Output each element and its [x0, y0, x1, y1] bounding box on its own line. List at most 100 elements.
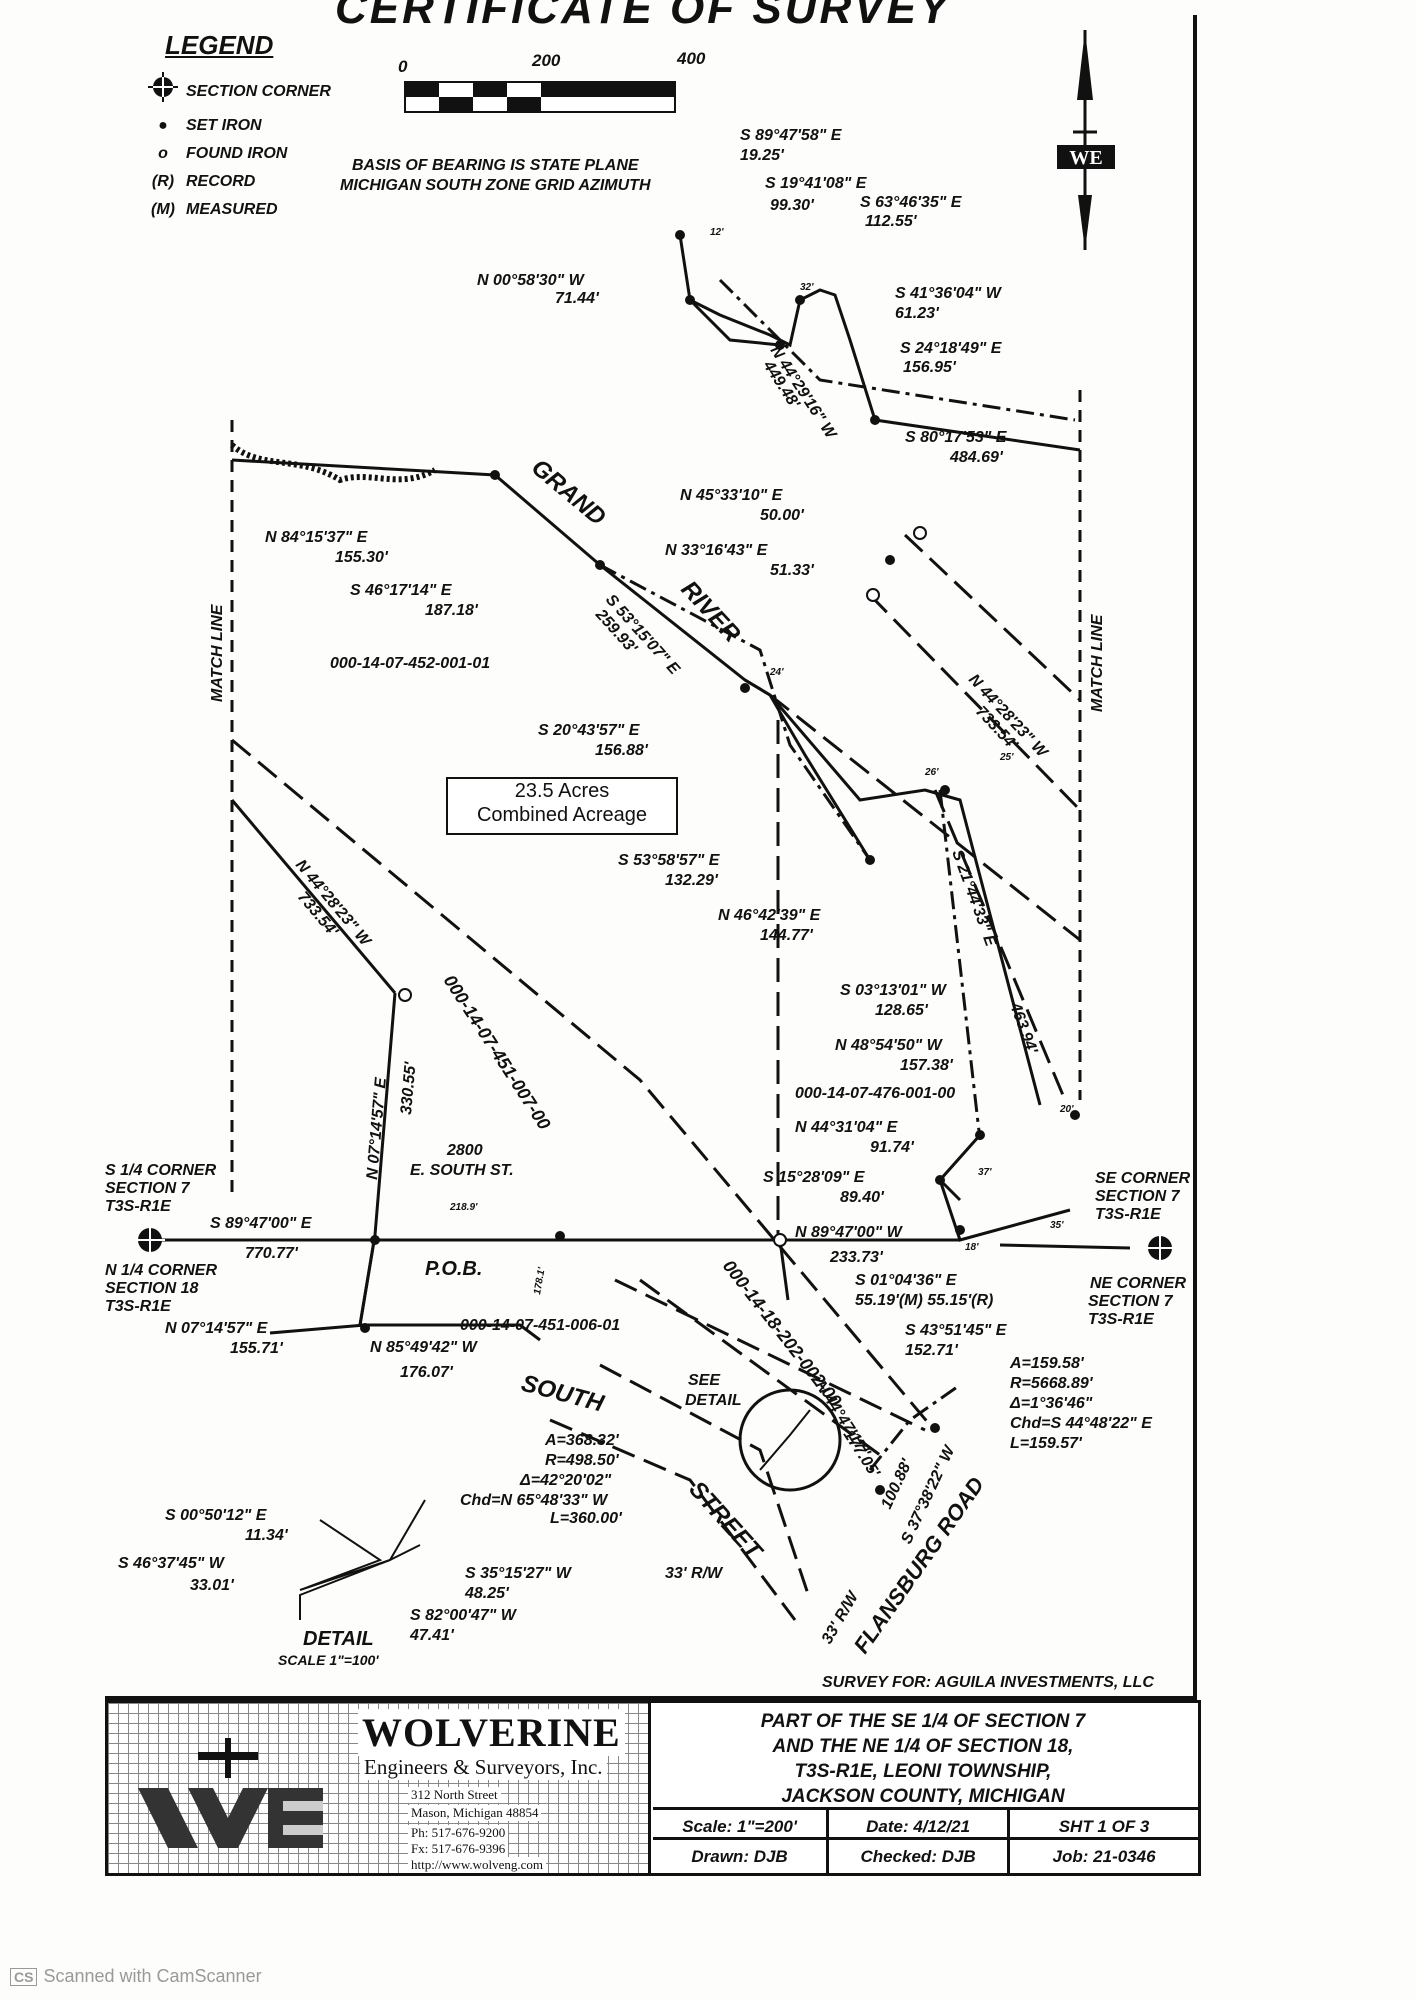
legend-symbol: (M) [151, 201, 175, 218]
firm-address-line: 312 North Street [408, 1787, 501, 1803]
river-name: GRAND [526, 454, 611, 531]
bearing-label: S 19°41'08" E [765, 175, 868, 192]
detail-title: DETAIL [303, 1628, 374, 1650]
bearing-label: N 46°42'39" E [718, 907, 822, 924]
dimension-label: 25' [999, 752, 1014, 763]
distance-label: 33.01' [190, 1577, 235, 1594]
title-block-row: Drawn: DJB Checked: DJB Job: 21-0346 [653, 1837, 1198, 1874]
corner-label: N 1/4 CORNER [105, 1262, 217, 1279]
corner-label: T3S-R1E [105, 1198, 172, 1215]
scanner-badge: CS [10, 1967, 38, 1986]
dimension-label: 12' [710, 227, 724, 238]
legend-symbol: (R) [151, 173, 175, 190]
bearing-label: S 35°15'27" W [465, 1565, 573, 1582]
distance-label: 50.00' [760, 507, 805, 524]
drawn-cell: Drawn: DJB [653, 1840, 830, 1874]
distance-label: 233.73' [829, 1249, 884, 1266]
section-corner-icon [140, 72, 186, 112]
distance-label: 91.74' [870, 1139, 915, 1156]
corner-label: NE CORNER [1090, 1275, 1186, 1292]
acreage-value: 23.5 Acres [514, 780, 610, 802]
firm-fax: Fx: 517-676-9396 [408, 1841, 509, 1857]
dimension-label: 37' [978, 1167, 992, 1178]
iron-markers [360, 230, 1080, 1495]
firm-logo-icon [138, 1738, 323, 1848]
detail-circle [738, 1388, 842, 1492]
title-block-row: Scale: 1"=200' Date: 4/12/21 SHT 1 OF 3 [653, 1807, 1198, 1844]
legend-label: MEASURED [186, 201, 278, 218]
firm-phone: Ph: 517-676-9200 [408, 1825, 509, 1841]
curve-data: A=368.32' [544, 1432, 620, 1449]
river-edge [230, 442, 437, 484]
basis-of-bearing-line2: MICHIGAN SOUTH ZONE GRID AZIMUTH [340, 177, 651, 194]
legend-label: FOUND IRON [186, 145, 288, 162]
corner-label: T3S-R1E [1088, 1311, 1155, 1328]
distance-label: 484.69' [949, 449, 1004, 466]
scale-tick-label: 400 [676, 49, 706, 68]
distance-label: 51.33' [770, 562, 815, 579]
set-iron-icon: ● [158, 117, 168, 134]
corner-label: SECTION 18 [105, 1280, 198, 1297]
legend-row-measured: (M) MEASURED [140, 196, 331, 224]
found-iron-icon: o [158, 145, 168, 162]
distance-label: 152.71' [905, 1342, 959, 1359]
dimension-label: 32' [800, 282, 814, 293]
parcel-id: 000-14-07-451-006-01 [460, 1317, 620, 1334]
dimension-label: 218.9' [449, 1202, 478, 1213]
legend-row-found-iron: o FOUND IRON [140, 140, 331, 168]
legend-label: SET IRON [186, 117, 262, 134]
description-line: PART OF THE SE 1/4 OF SECTION 7 [760, 1711, 1086, 1732]
bearing-label: S 80°17'53" E [905, 429, 1008, 446]
street-name: STREET [684, 1476, 769, 1566]
page-title: CERTIFICATE OF SURVEY [335, 0, 952, 33]
distance-label: 157.38' [900, 1057, 954, 1074]
bearing-label: S 89°47'58" E [740, 127, 843, 144]
dimension-label: 24' [769, 667, 784, 678]
match-line-label: MATCH LINE [1089, 613, 1106, 712]
checked-cell: Checked: DJB [829, 1840, 1011, 1874]
distance-label: 155.71' [230, 1340, 284, 1357]
distance-label: 100.88' [878, 1456, 916, 1512]
survey-for: SURVEY FOR: AGUILA INVESTMENTS, LLC [822, 1674, 1154, 1691]
firm-logo-panel: WOLVERINE Engineers & Surveyors, Inc. 31… [108, 1703, 651, 1873]
found-iron-markers [398, 526, 927, 1247]
corner-label: T3S-R1E [105, 1298, 172, 1315]
bearing-label: S 01°04'36" E [855, 1272, 958, 1289]
curve-data: Chd=N 65°48'33" W [460, 1492, 609, 1509]
legend-label: RECORD [186, 173, 256, 190]
detail-sketch [299, 1499, 426, 1620]
title-block: WOLVERINE Engineers & Surveyors, Inc. 31… [105, 1700, 1201, 1876]
distance-label: 156.88' [595, 742, 649, 759]
scanner-text: Scanned with CamScanner [43, 1966, 262, 1986]
bearing-label: S 53°58'57" E [618, 852, 721, 869]
parcel-id: 000-14-07-476-001-00 [795, 1085, 955, 1102]
bearing-label: N 33°16'43" E [665, 542, 769, 559]
curve-data: R=5668.89' [1010, 1375, 1094, 1392]
address-number: 2800 [446, 1142, 483, 1159]
section-corner-icon [1145, 1233, 1175, 1263]
corner-label: SECTION 7 [105, 1180, 191, 1197]
firm-address-line: Mason, Michigan 48854 [408, 1805, 542, 1821]
scale-tick-label: 0 [398, 57, 408, 76]
dimension-label: 35' [1050, 1220, 1064, 1231]
scale-cell: Scale: 1"=200' [653, 1810, 830, 1844]
bearing-label: S 20°43'57" E [538, 722, 641, 739]
road-centerlines [231, 533, 1082, 1621]
corner-label: SECTION 7 [1088, 1293, 1174, 1310]
curve-data: Δ=1°36'46" [1009, 1395, 1093, 1412]
sheet-cell: SHT 1 OF 3 [1058, 1817, 1150, 1836]
dimension-label: 26' [924, 767, 939, 778]
firm-name: WOLVERINE [358, 1709, 625, 1756]
address-street: E. SOUTH ST. [410, 1162, 514, 1179]
distance-label: 112.55' [865, 213, 918, 230]
basis-of-bearing-line1: BASIS OF BEARING IS STATE PLANE [352, 157, 640, 174]
bearing-label: N 45°33'10" E [680, 487, 784, 504]
acreage-caption: Combined Acreage [476, 804, 648, 826]
distance-label: 11.34' [245, 1527, 289, 1544]
distance-label: 61.23' [895, 305, 940, 322]
acreage-box: 23.5 Acres Combined Acreage [446, 777, 678, 835]
bearing-label: S 43°51'45" E [905, 1322, 1008, 1339]
curve-data: A=159.58' [1009, 1355, 1085, 1372]
